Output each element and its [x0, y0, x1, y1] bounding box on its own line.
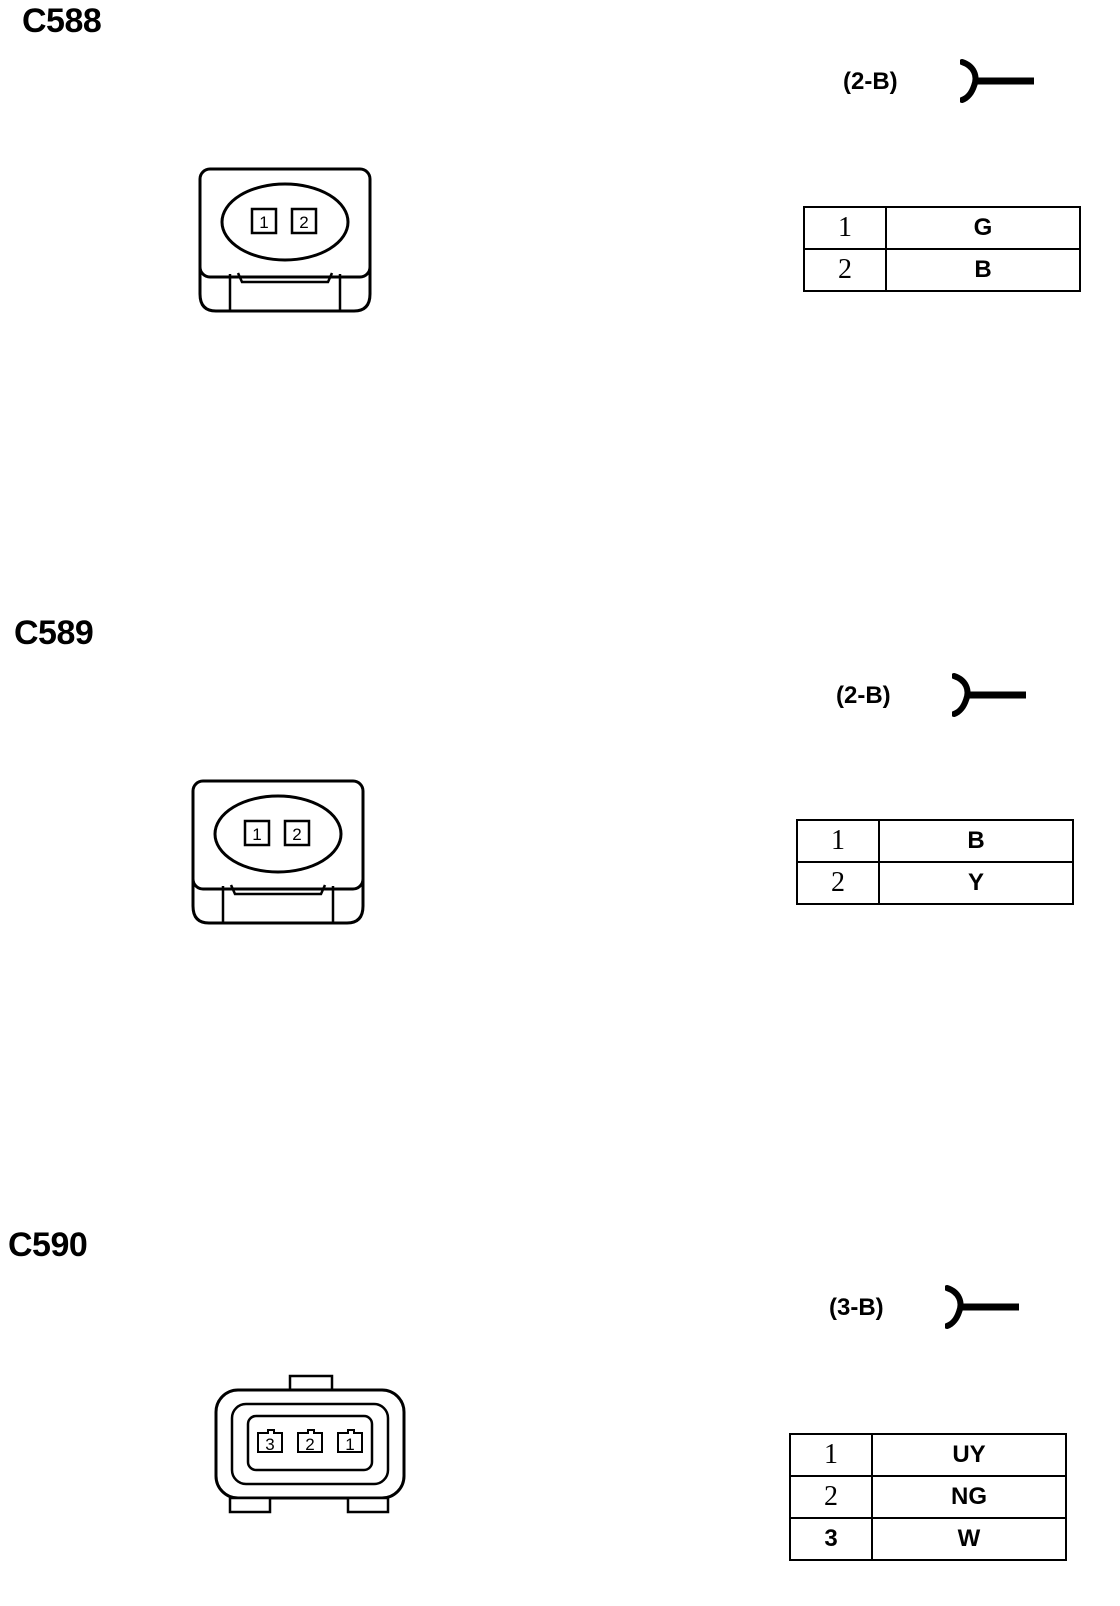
- pin-number: 1: [796, 819, 880, 863]
- female-terminal-icon: [952, 673, 1026, 717]
- female-terminal-icon: [960, 59, 1034, 103]
- connector-face-diagram: 1 2: [191, 779, 365, 925]
- wire-color: B: [878, 819, 1074, 863]
- pin-color-table: 1 UY 2 NG 3 W: [789, 1433, 1067, 1561]
- connector-face-diagram: 3 2 1: [214, 1374, 406, 1514]
- pin-color-table: 1 G 2 B: [803, 206, 1081, 292]
- table-row: 2 B: [803, 248, 1081, 292]
- pin-number: 2: [796, 861, 880, 905]
- pin-number: 2: [789, 1475, 873, 1519]
- wire-color: NG: [871, 1475, 1067, 1519]
- table-row: 3 W: [789, 1517, 1067, 1561]
- pin-number: 1: [789, 1433, 873, 1477]
- wire-color: UY: [871, 1433, 1067, 1477]
- wire-color: G: [885, 206, 1081, 250]
- pin-number: 1: [803, 206, 887, 250]
- cavity-label: 2: [299, 213, 308, 232]
- table-row: 1 B: [796, 819, 1074, 863]
- cavity-label: 1: [252, 825, 261, 844]
- connector-id: C590: [8, 1226, 88, 1264]
- pin-color-table: 1 B 2 Y: [796, 819, 1074, 905]
- connector-code: (3-B): [829, 1294, 884, 1321]
- cavity-label: 3: [265, 1435, 274, 1454]
- female-terminal-icon: [945, 1285, 1019, 1329]
- connector-id: C588: [22, 2, 102, 40]
- connector-section-c588: C588 (2-B) 1 2 1 G 2 B: [0, 0, 1120, 520]
- wire-color: B: [885, 248, 1081, 292]
- connector-code: (2-B): [843, 68, 898, 95]
- table-row: 1 UY: [789, 1433, 1067, 1477]
- connector-code: (2-B): [836, 682, 891, 709]
- connector-id: C589: [14, 614, 94, 652]
- cavity-label: 2: [305, 1435, 314, 1454]
- cavity-label: 2: [292, 825, 301, 844]
- table-row: 2 Y: [796, 861, 1074, 905]
- wire-color: W: [871, 1517, 1067, 1561]
- connector-section-c589: C589 (2-B) 1 2 1 B 2 Y: [0, 612, 1120, 1132]
- pin-number: 2: [803, 248, 887, 292]
- table-row: 1 G: [803, 206, 1081, 250]
- cavity-label: 1: [259, 213, 268, 232]
- wire-color: Y: [878, 861, 1074, 905]
- cavity-label: 1: [345, 1435, 354, 1454]
- connector-section-c590: C590 (3-B) 3 2 1 1 UY 2 NG 3 W: [0, 1224, 1120, 1606]
- connector-face-diagram: 1 2: [198, 167, 372, 313]
- pin-number: 3: [789, 1517, 873, 1561]
- table-row: 2 NG: [789, 1475, 1067, 1519]
